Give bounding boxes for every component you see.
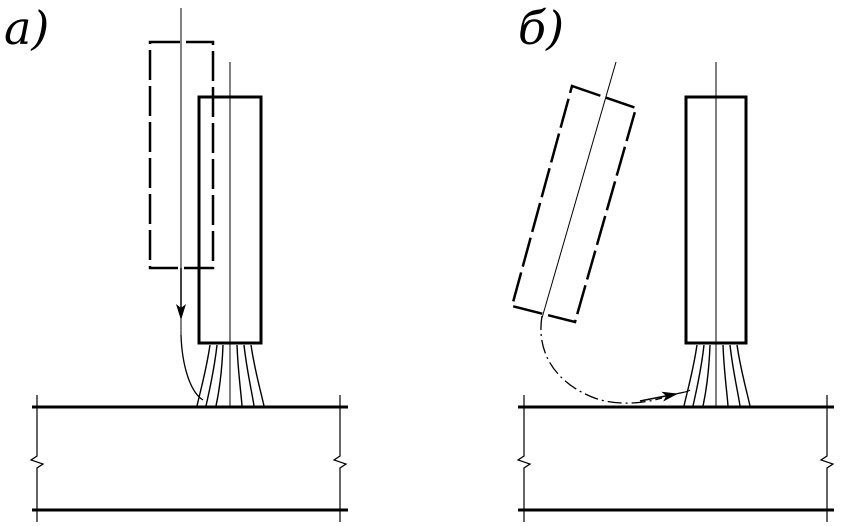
panel-b-base-member [516, 395, 835, 522]
panel-b-flared-fibers [683, 344, 751, 407]
panel-b-tilted-axis [541, 61, 617, 319]
panel-a-curve-to-weld [180, 334, 204, 401]
panel-a-flared-fibers [196, 344, 265, 407]
panel-a-label: а) [4, 1, 49, 55]
panel-a-base-member [29, 395, 348, 522]
panel-a: а) [4, 1, 348, 522]
panel-b-initial-tilted-outline [510, 84, 638, 324]
panel-b: б) [510, 1, 835, 522]
panel-b-curve-tail [675, 389, 691, 395]
panel-b-label: б) [518, 1, 564, 55]
panel-b-curved-trajectory [540, 315, 663, 404]
panel-b-trajectory-arrow [639, 391, 678, 402]
